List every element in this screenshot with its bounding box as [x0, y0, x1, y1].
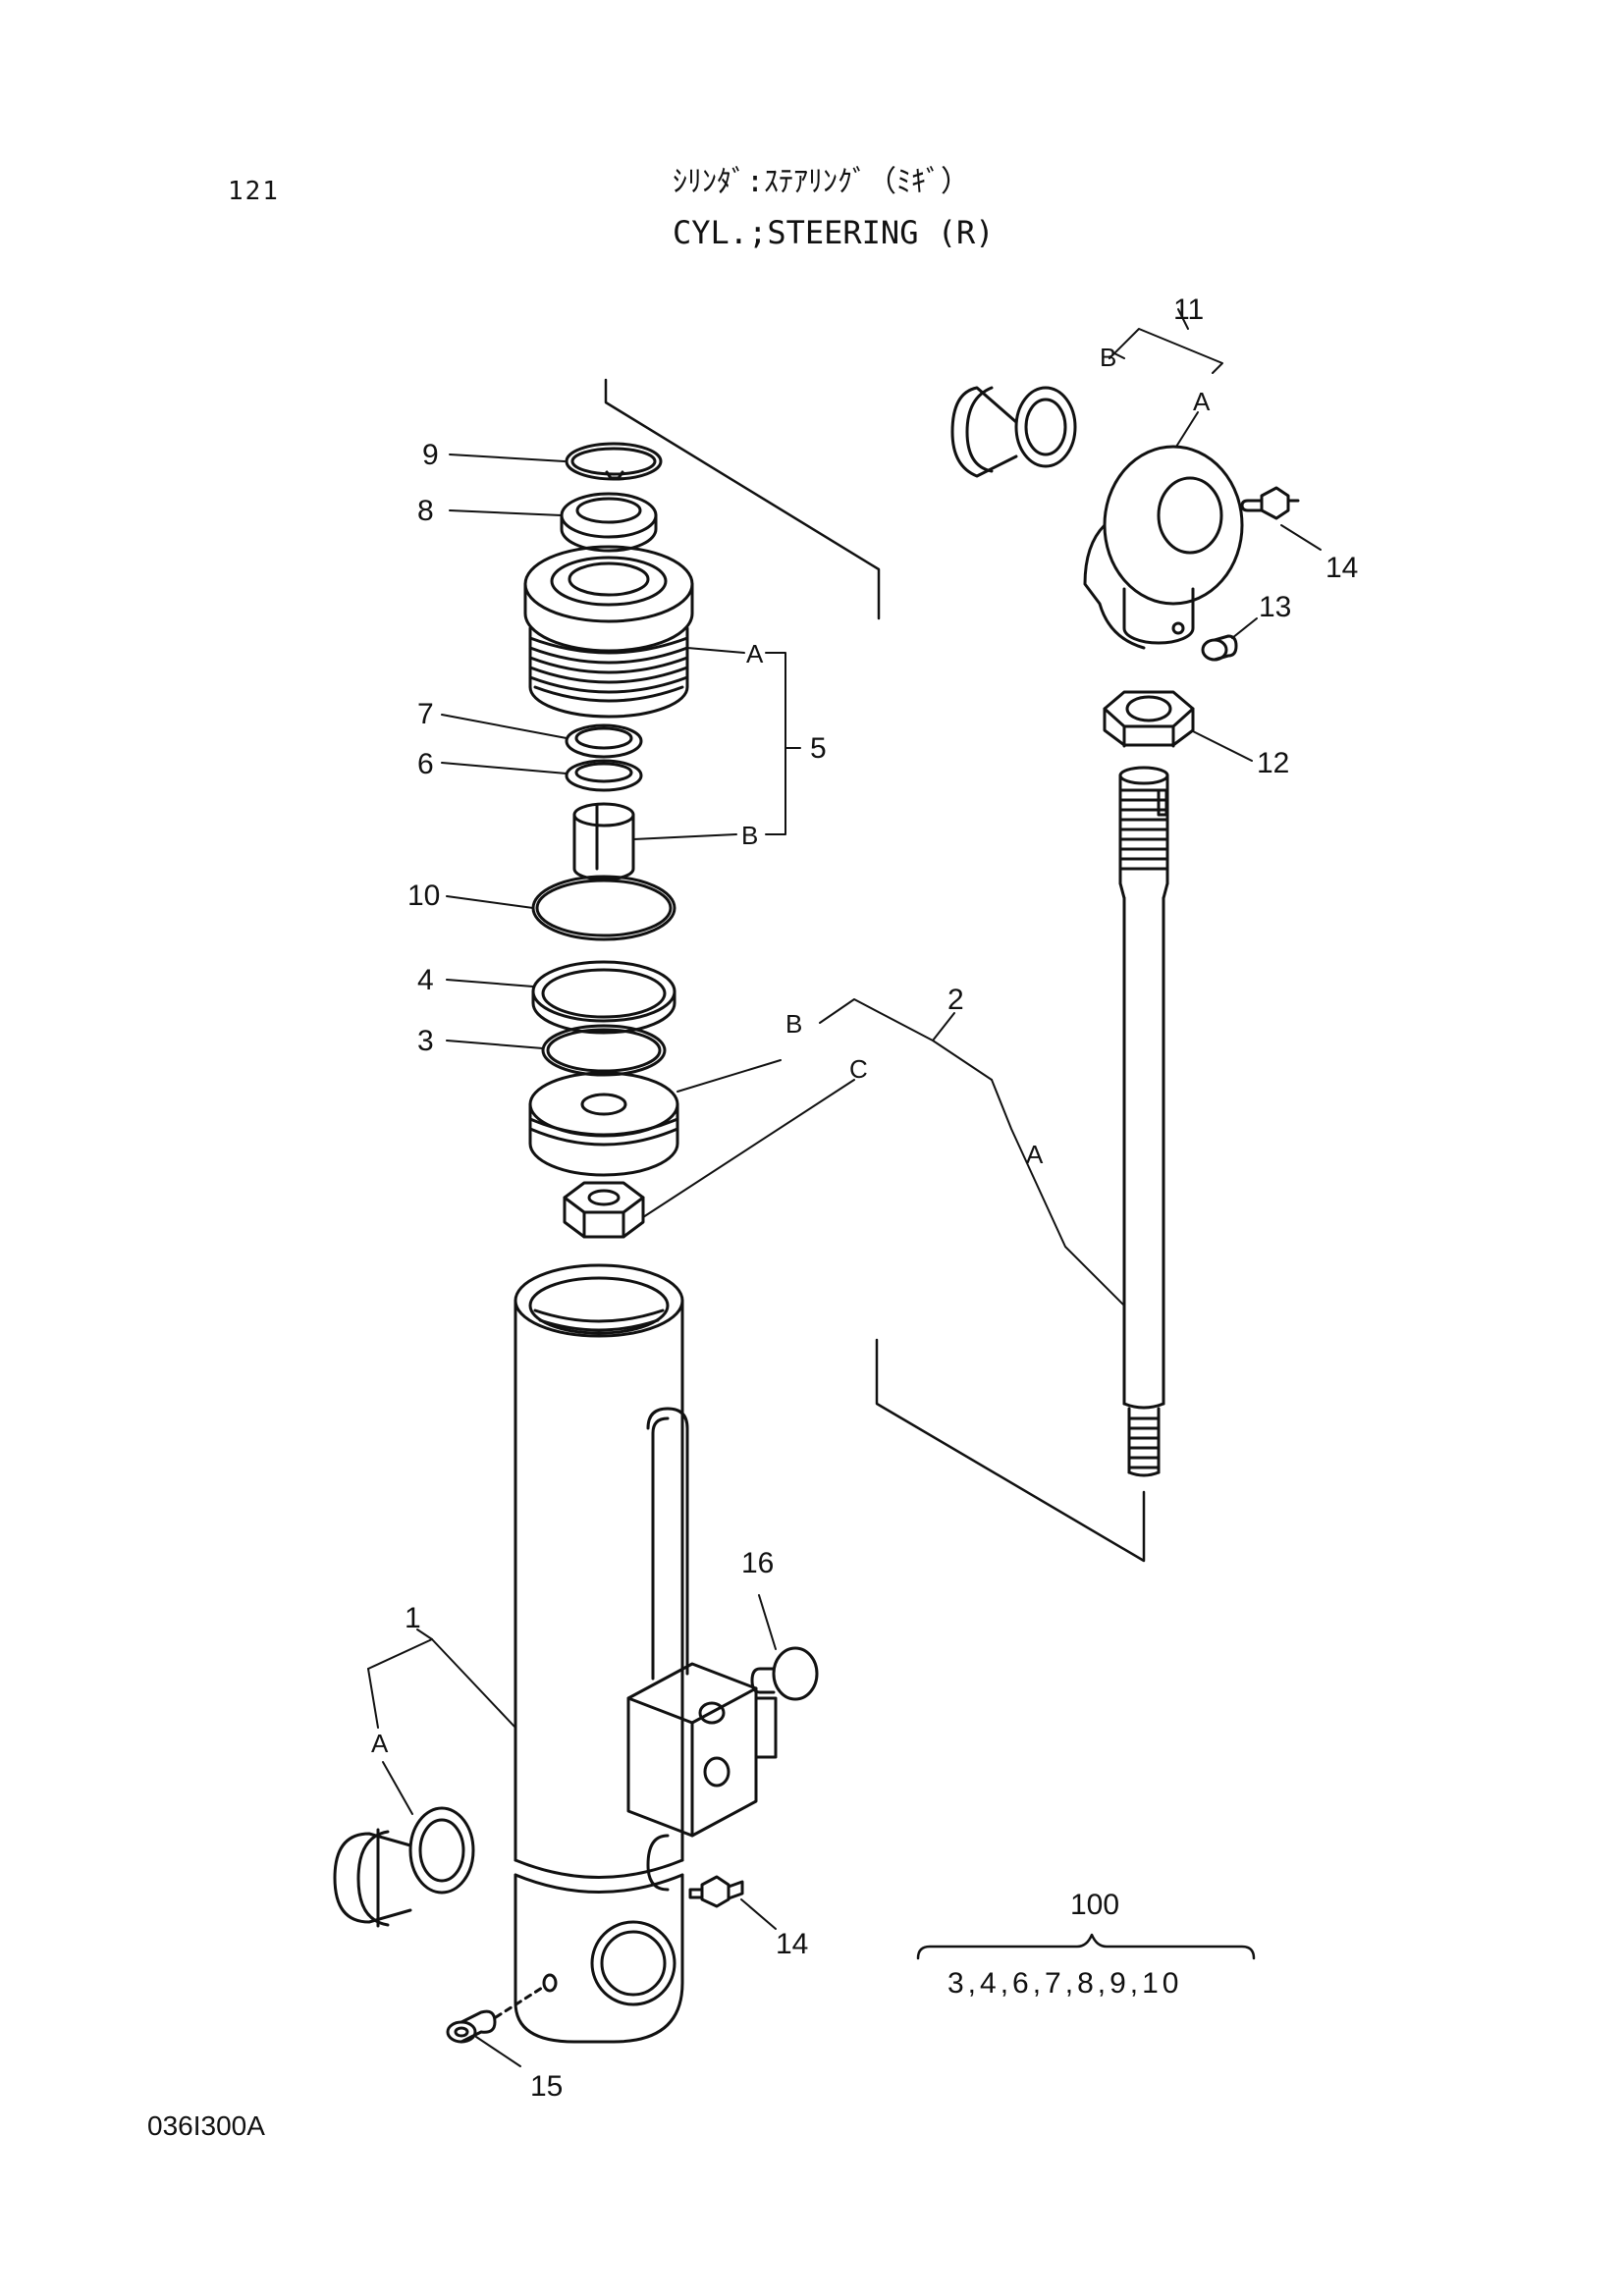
- callout-1a: A: [371, 1729, 389, 1758]
- callout-7: 7: [417, 698, 434, 730]
- callout-9: 9: [422, 439, 439, 471]
- kit-contents: 3,4,6,7,8,9,10: [947, 1967, 1183, 2000]
- part-2a-piston-rod: [1118, 766, 1169, 1477]
- part-11b-bushing: [950, 386, 1077, 478]
- part-16-plug: [750, 1646, 819, 1701]
- kit-number: 100: [1070, 1889, 1119, 1921]
- callout-15: 15: [530, 2070, 563, 2103]
- part-5b-bushing: [572, 802, 635, 881]
- part-7-ring: [565, 723, 643, 759]
- callout-12: 12: [1257, 747, 1289, 779]
- assembly-bracket-lines: [604, 378, 1146, 1563]
- callout-11b: B: [1100, 343, 1116, 372]
- part-8-wiper-ring: [560, 492, 658, 553]
- part-13-set-screw: [1201, 634, 1238, 662]
- callout-14-upper: 14: [1325, 552, 1358, 584]
- callout-14-lower: 14: [776, 1928, 808, 1960]
- part-3-ring: [541, 1024, 667, 1077]
- callout-3: 3: [417, 1025, 434, 1057]
- callout-16: 16: [741, 1547, 774, 1579]
- part-1a-bushing: [333, 1806, 475, 1928]
- callout-8: 8: [417, 495, 434, 527]
- callout-5a: A: [746, 639, 764, 668]
- drawing-number: 036I300A: [147, 2110, 265, 2141]
- callout-2b: B: [785, 1009, 802, 1039]
- callout-6: 6: [417, 748, 434, 780]
- callout-2c: C: [849, 1054, 868, 1084]
- callout-labels: 9 8 A 5 B 7 6 10 4 3 B C 2 A B 11 A 14 1…: [371, 294, 1358, 2103]
- part-11a-rod-eye: [1083, 445, 1244, 650]
- callout-5b: B: [741, 821, 758, 850]
- callout-1: 1: [405, 1602, 421, 1634]
- part-5-gland: [523, 545, 694, 719]
- part-12-lock-nut: [1103, 690, 1195, 748]
- part-6-ring: [565, 759, 643, 792]
- kit-brace: [916, 1933, 1256, 1960]
- part-15-plug: [446, 1986, 544, 2044]
- part-10-o-ring: [531, 875, 676, 941]
- callout-2a: A: [1026, 1140, 1044, 1169]
- leader-lines: [367, 308, 1322, 2067]
- part-14-upper-grease-fitting: [1240, 486, 1300, 520]
- callout-4: 4: [417, 964, 434, 996]
- callout-11a: A: [1193, 387, 1211, 416]
- part-14-lower-grease-fitting: [688, 1875, 744, 1908]
- page-number: 121: [228, 177, 280, 206]
- callout-13: 13: [1259, 591, 1291, 623]
- callout-2: 2: [947, 984, 964, 1016]
- callout-10: 10: [407, 880, 440, 912]
- callout-5: 5: [810, 732, 827, 765]
- part-1-cylinder-tube: [514, 1263, 778, 2044]
- title-english: CYL.;STEERING (R): [673, 214, 995, 251]
- part-9-snap-ring: [565, 442, 663, 481]
- part-4-backup-ring: [531, 960, 676, 1035]
- title-japanese: ｼﾘﾝﾀﾞ:ｽﾃｱﾘﾝｸﾞ（ﾐｷﾞ）: [673, 165, 971, 199]
- part-2b-piston: [528, 1071, 679, 1177]
- part-2c-nut: [563, 1181, 645, 1239]
- callout-11: 11: [1173, 294, 1204, 326]
